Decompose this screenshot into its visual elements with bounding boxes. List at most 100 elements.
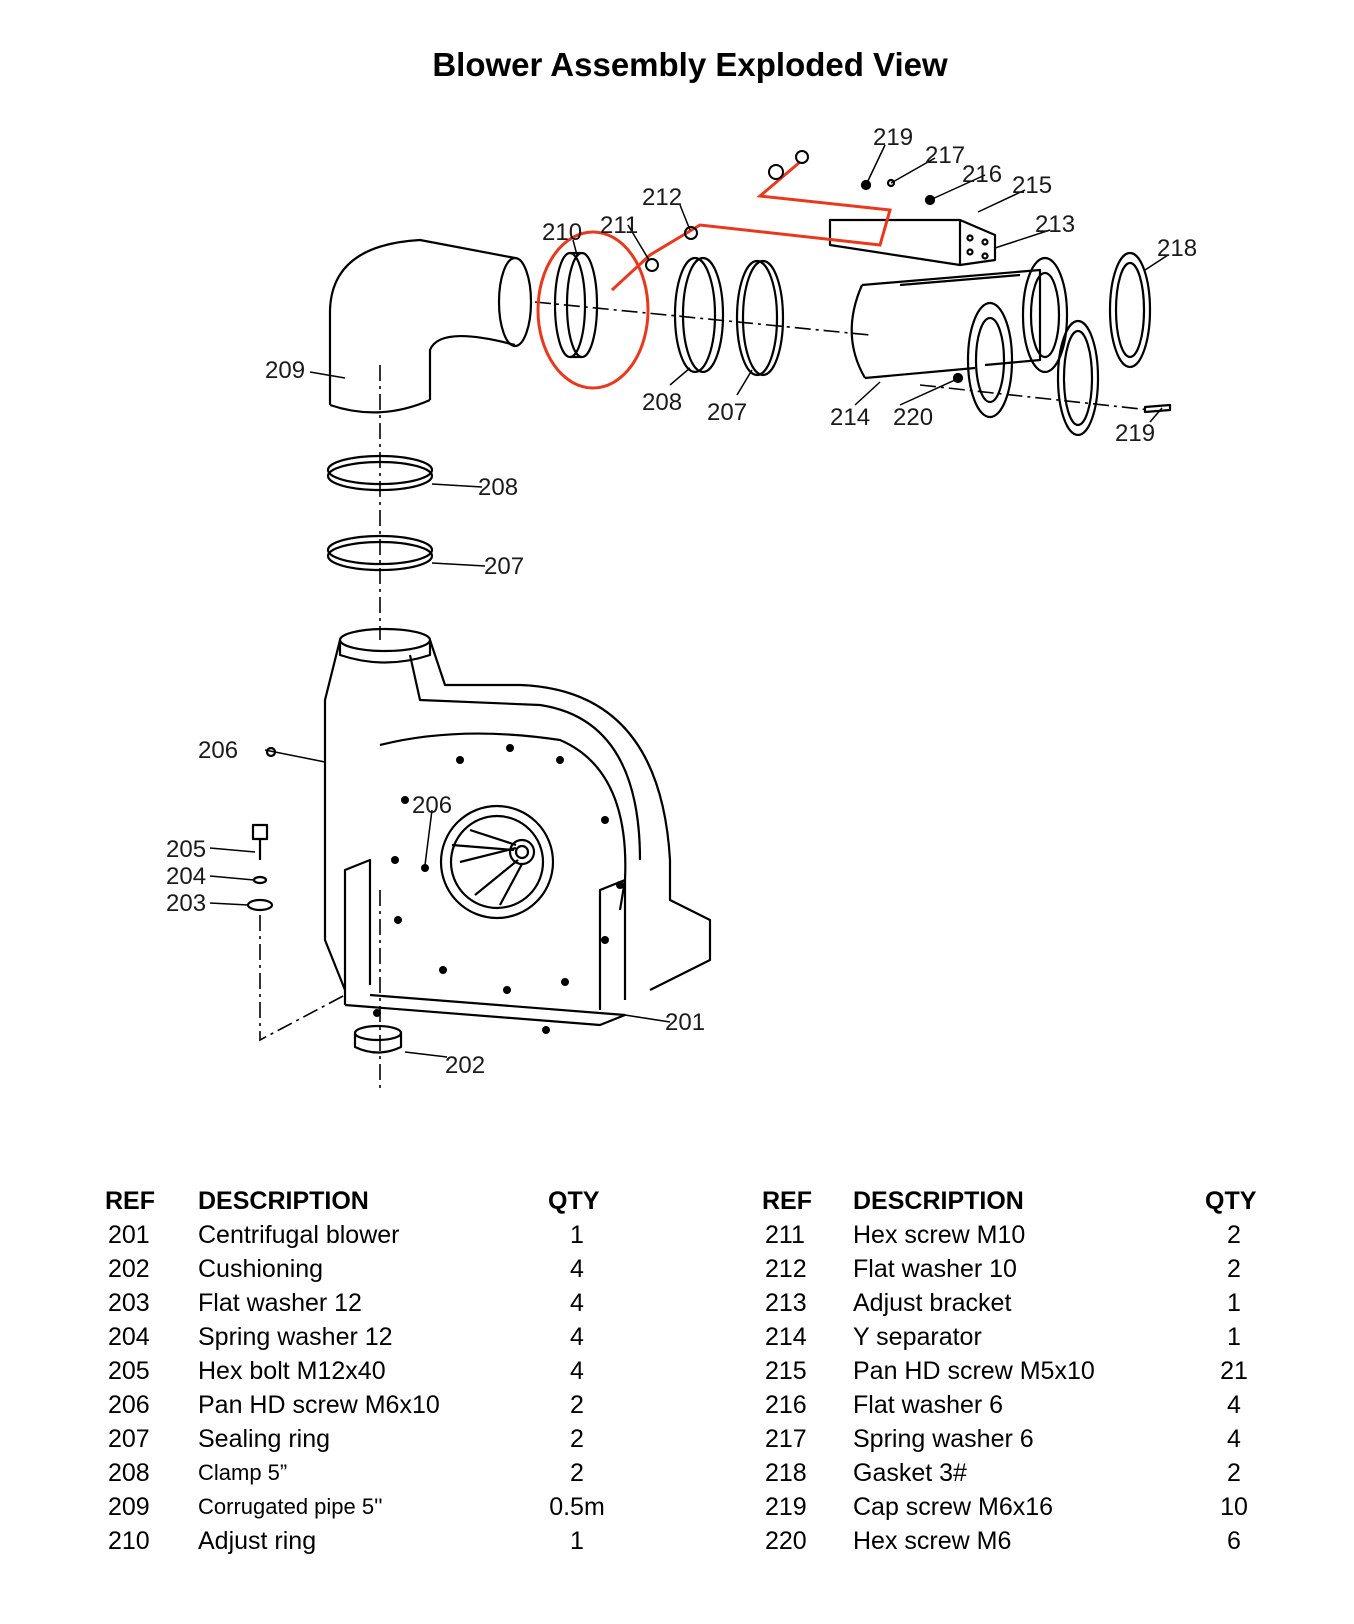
qty-cell: 1	[570, 1527, 584, 1555]
ref-cell: 215	[765, 1357, 807, 1385]
qty-cell: 21	[1220, 1357, 1248, 1385]
elbow-pipe-shape	[328, 238, 533, 414]
ref-cell: 206	[108, 1391, 150, 1419]
qty-cell: 2	[570, 1459, 584, 1487]
qty-cell: 4	[570, 1323, 584, 1351]
ref-cell: 208	[108, 1459, 150, 1487]
table-header: REF DESCRIPTION QTY	[0, 1184, 1354, 1218]
description-cell: Centrifugal blower	[198, 1221, 400, 1249]
callout: 206	[412, 792, 452, 819]
qty-cell: 10	[1220, 1493, 1248, 1521]
callout: 219	[873, 124, 913, 151]
qty-cell: 2	[570, 1391, 584, 1419]
clamp-208-upper	[673, 256, 725, 374]
ref-cell: 212	[765, 1255, 807, 1283]
qty-cell: 2	[570, 1425, 584, 1453]
callout: 204	[166, 863, 206, 890]
callout: 220	[893, 404, 933, 431]
ref-cell: 202	[108, 1255, 150, 1283]
ref-cell: 219	[765, 1493, 807, 1521]
callout: 218	[1157, 235, 1197, 262]
callout: 214	[830, 404, 870, 431]
table-row: 210 Adjust ring 1	[0, 1524, 640, 1558]
description-cell: Gasket 3#	[853, 1459, 967, 1487]
ref-cell: 210	[108, 1527, 150, 1555]
description-cell: Pan HD screw M5x10	[853, 1357, 1095, 1385]
table-header: REF DESCRIPTION QTY	[0, 1184, 640, 1218]
callout: 217	[925, 142, 965, 169]
qty-header: QTY	[1205, 1187, 1257, 1215]
table-row: 216 Flat washer 6 4	[0, 1388, 1354, 1422]
callout: 216	[962, 161, 1002, 188]
gasket-218-lower	[1056, 319, 1100, 437]
table-row: 215 Pan HD screw M5x10 21	[0, 1354, 1354, 1388]
adjust-bracket-shape	[828, 218, 997, 267]
callout: 210	[542, 219, 582, 246]
description-cell: Hex screw M6	[853, 1527, 1012, 1555]
page-title: Blower Assembly Exploded View	[432, 46, 948, 83]
description-cell: Flat washer 10	[853, 1255, 1017, 1283]
qty-cell: 1	[1227, 1289, 1241, 1317]
ref-cell: 216	[765, 1391, 807, 1419]
flat-washer-shape	[246, 898, 274, 912]
callout: 205	[166, 836, 206, 863]
callout: 201	[665, 1009, 705, 1036]
description-cell: Spring washer 6	[853, 1425, 1034, 1453]
adjust-ring-shape	[553, 251, 599, 359]
sealing-ring-207-lower	[326, 534, 434, 566]
ref-cell: 218	[765, 1459, 807, 1487]
qty-cell: 2	[1227, 1459, 1241, 1487]
description-cell: Cap screw M6x16	[853, 1493, 1054, 1521]
qty-cell: 1	[1227, 1323, 1241, 1351]
description-cell: Clamp 5”	[198, 1460, 288, 1485]
table-row: 208 Clamp 5” 2	[0, 1456, 640, 1490]
highlight-annotations	[536, 150, 892, 390]
qty-cell: 0.5m	[549, 1493, 605, 1521]
description-cell: Adjust ring	[198, 1527, 317, 1555]
blower-housing-shape	[323, 627, 712, 1027]
description-cell: Hex screw M10	[853, 1221, 1026, 1249]
qty-cell: 2	[1227, 1221, 1241, 1249]
ref-header: REF	[762, 1187, 812, 1215]
description-cell: Adjust bracket	[853, 1289, 1012, 1317]
ref-cell: 209	[108, 1493, 150, 1521]
callout: 208	[478, 474, 518, 501]
callout: 213	[1035, 211, 1075, 238]
callout: 212	[642, 184, 682, 211]
table-row: 206 Pan HD screw M6x10 2	[0, 1388, 640, 1422]
gasket-218-upper	[1108, 251, 1152, 369]
description-header: DESCRIPTION	[853, 1187, 1024, 1215]
spring-washer-shape	[252, 875, 268, 885]
table-row: 219 Cap screw M6x16 10	[0, 1490, 1354, 1524]
qty-cell: 4	[570, 1289, 584, 1317]
qty-cell: 4	[1227, 1391, 1241, 1419]
callout: 202	[445, 1052, 485, 1079]
y-separator-shape	[850, 256, 1069, 419]
qty-cell: 6	[1227, 1527, 1241, 1555]
callout: 208	[642, 389, 682, 416]
description-cell: Cushioning	[198, 1255, 324, 1283]
callout: 219	[1115, 420, 1155, 447]
description-cell: Y separator	[853, 1323, 982, 1351]
ref-header: REF	[105, 1187, 155, 1215]
table-row: 218 Gasket 3# 2	[0, 1456, 1354, 1490]
description-cell: Flat washer 6	[853, 1391, 1004, 1419]
highlight-circle-210	[536, 230, 650, 390]
sealing-ring-207-upper	[735, 259, 785, 377]
qty-cell: 4	[570, 1357, 584, 1385]
description-cell: Pan HD screw M6x10	[198, 1391, 440, 1419]
callout: 209	[265, 357, 305, 384]
exploded-view-diagram: 219 217 216 215 212 210 211 213 218 209 …	[166, 124, 1197, 1090]
